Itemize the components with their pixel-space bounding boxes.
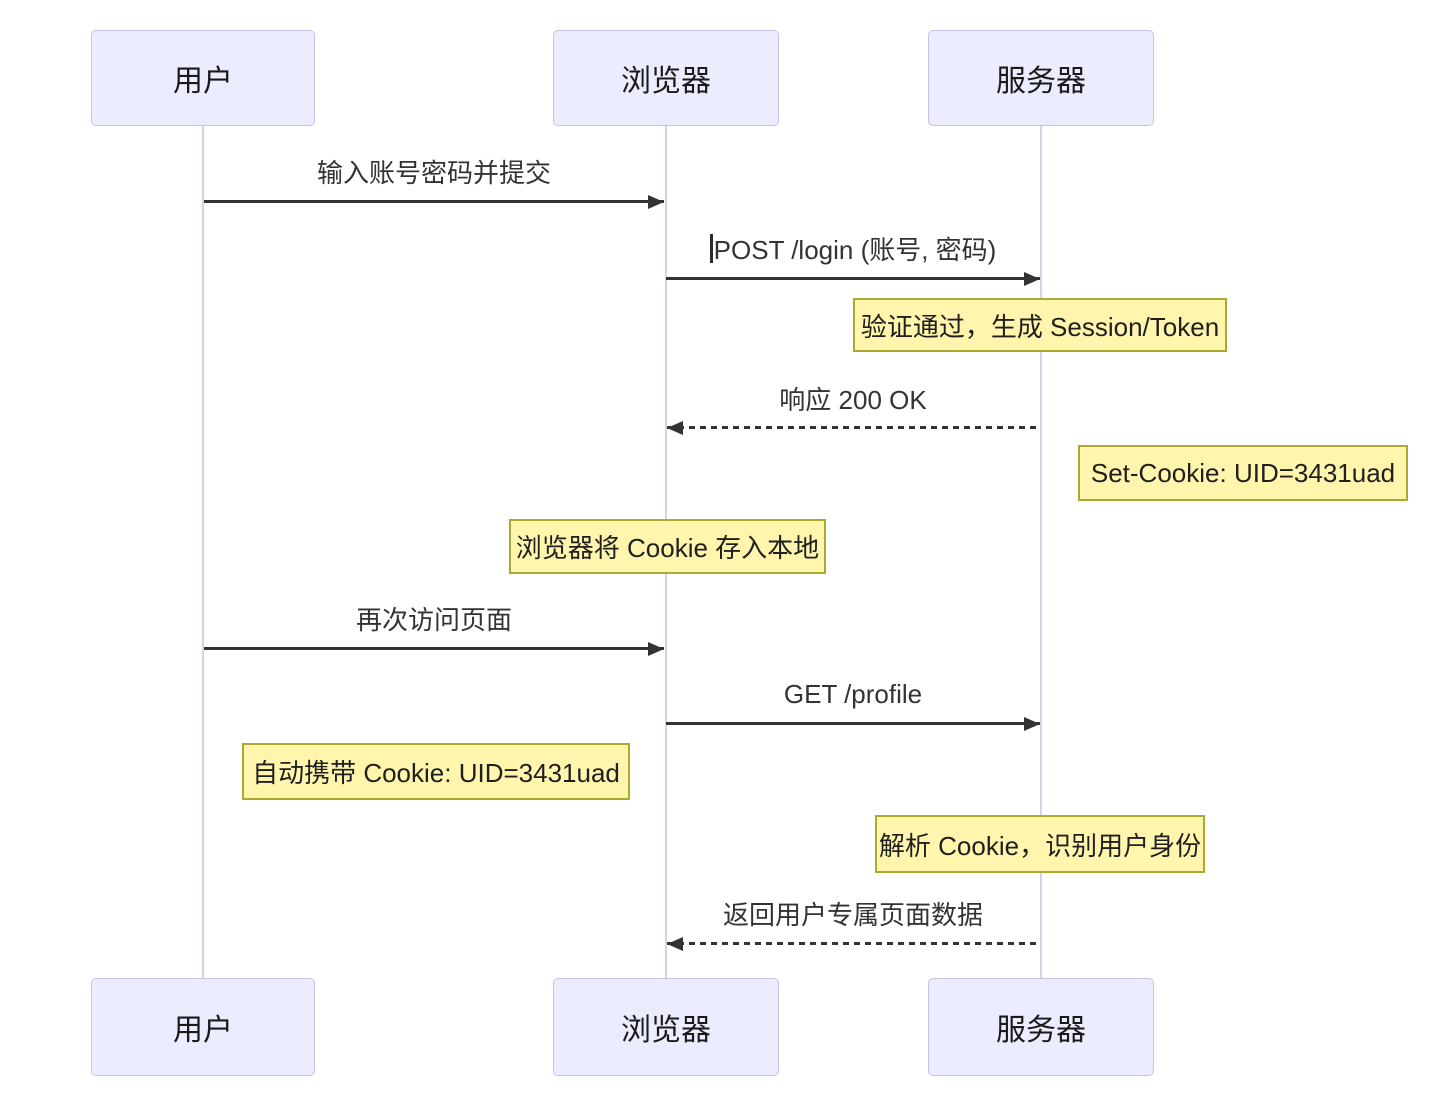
actor-bottom-server: 服务器 xyxy=(928,978,1154,1076)
message-line-return-user-data xyxy=(667,942,1040,945)
message-line-post-login xyxy=(666,277,1040,280)
message-label-text: POST /login (账号, 密码) xyxy=(713,234,997,265)
actor-bottom-user: 用户 xyxy=(91,978,315,1076)
message-label-post-login: POST /login (账号, 密码) xyxy=(666,231,1040,265)
text-caret xyxy=(709,233,713,263)
note-store-cookie: 浏览器将 Cookie 存入本地 xyxy=(509,519,826,574)
message-label-response-200: 响应 200 OK xyxy=(779,384,927,415)
actor-top-server: 服务器 xyxy=(928,30,1154,126)
arrowhead-right-icon xyxy=(1024,272,1040,286)
arrowhead-left-icon xyxy=(667,421,683,435)
message-label-get-profile: GET /profile xyxy=(783,678,923,709)
actor-bottom-browser: 浏览器 xyxy=(553,978,779,1076)
message-label-return-user-data: 返回用户专属页面数据 xyxy=(722,899,983,930)
note-verify-generate-session: 验证通过，生成 Session/Token xyxy=(853,298,1227,352)
message-line-get-profile xyxy=(666,722,1040,725)
message-line-revisit-page xyxy=(204,647,664,650)
lifeline-server xyxy=(1040,126,1042,978)
message-label-login-submit: 输入账号密码并提交 xyxy=(316,157,551,188)
message-line-login-submit xyxy=(204,200,664,203)
note-auto-send-cookie: 自动携带 Cookie: UID=3431uad xyxy=(242,743,630,800)
message-line-response-200 xyxy=(667,426,1040,429)
actor-top-user: 用户 xyxy=(91,30,315,126)
note-parse-cookie: 解析 Cookie，识别用户身份 xyxy=(875,815,1205,873)
arrowhead-right-icon xyxy=(648,642,664,656)
arrowhead-right-icon xyxy=(648,195,664,209)
note-set-cookie: Set-Cookie: UID=3431uad xyxy=(1078,445,1408,501)
arrowhead-right-icon xyxy=(1024,717,1040,731)
actor-top-browser: 浏览器 xyxy=(553,30,779,126)
lifeline-user xyxy=(202,126,204,978)
message-label-revisit-page: 再次访问页面 xyxy=(355,604,512,635)
arrowhead-left-icon xyxy=(667,937,683,951)
